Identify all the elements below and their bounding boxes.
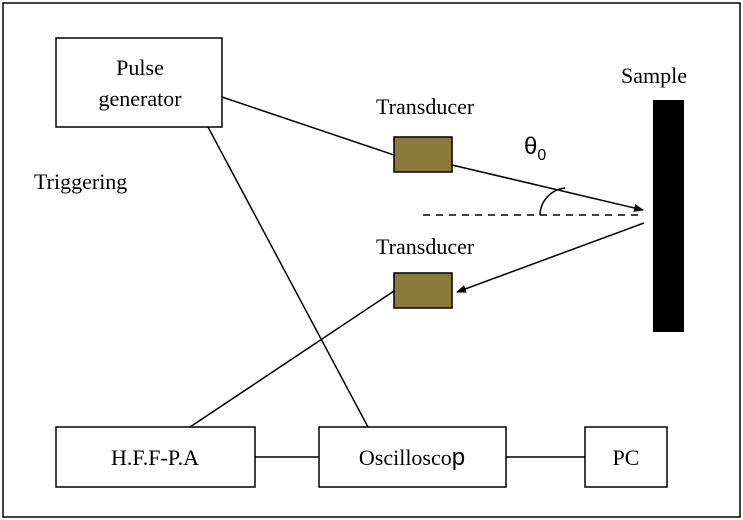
oscilloscope-box — [318, 426, 507, 488]
transducer-top-label: Transducer — [376, 94, 475, 119]
triggering-label: Triggering — [34, 169, 127, 194]
angle-arc — [539, 187, 566, 216]
pc-box — [584, 426, 668, 488]
incident-beam-arrow — [451, 164, 644, 212]
transducer-bottom — [393, 272, 453, 309]
hffpa-label: H.F.F-P.A — [111, 445, 199, 470]
oscilloscope-label: Oscilloscop — [359, 444, 465, 471]
angle-subscript: 0 — [537, 147, 546, 164]
wire-pulse-to-transducer — [221, 96, 395, 156]
pulse-generator-label-line1: Pulse — [116, 55, 164, 80]
angle-label: θ0 — [524, 133, 546, 164]
transducer-bottom-label: Transducer — [376, 234, 475, 259]
sample-label: Sample — [621, 63, 687, 88]
oscilloscope-label-tail: p — [452, 444, 465, 471]
transducer-top — [393, 136, 453, 173]
wire-transducer-to-hffpa — [189, 290, 395, 428]
angle-symbol: θ — [524, 133, 537, 160]
pulse-generator-label-line2: generator — [98, 86, 182, 111]
oscilloscope-label-main: Oscillosco — [359, 445, 452, 470]
pc-label: PC — [613, 445, 640, 470]
wire-pulse-to-oscilloscope — [207, 126, 369, 428]
hffpa-box — [55, 426, 256, 488]
pulse-generator-box — [55, 37, 223, 128]
sample-bar — [653, 100, 684, 332]
reflected-beam-arrow — [456, 222, 645, 293]
